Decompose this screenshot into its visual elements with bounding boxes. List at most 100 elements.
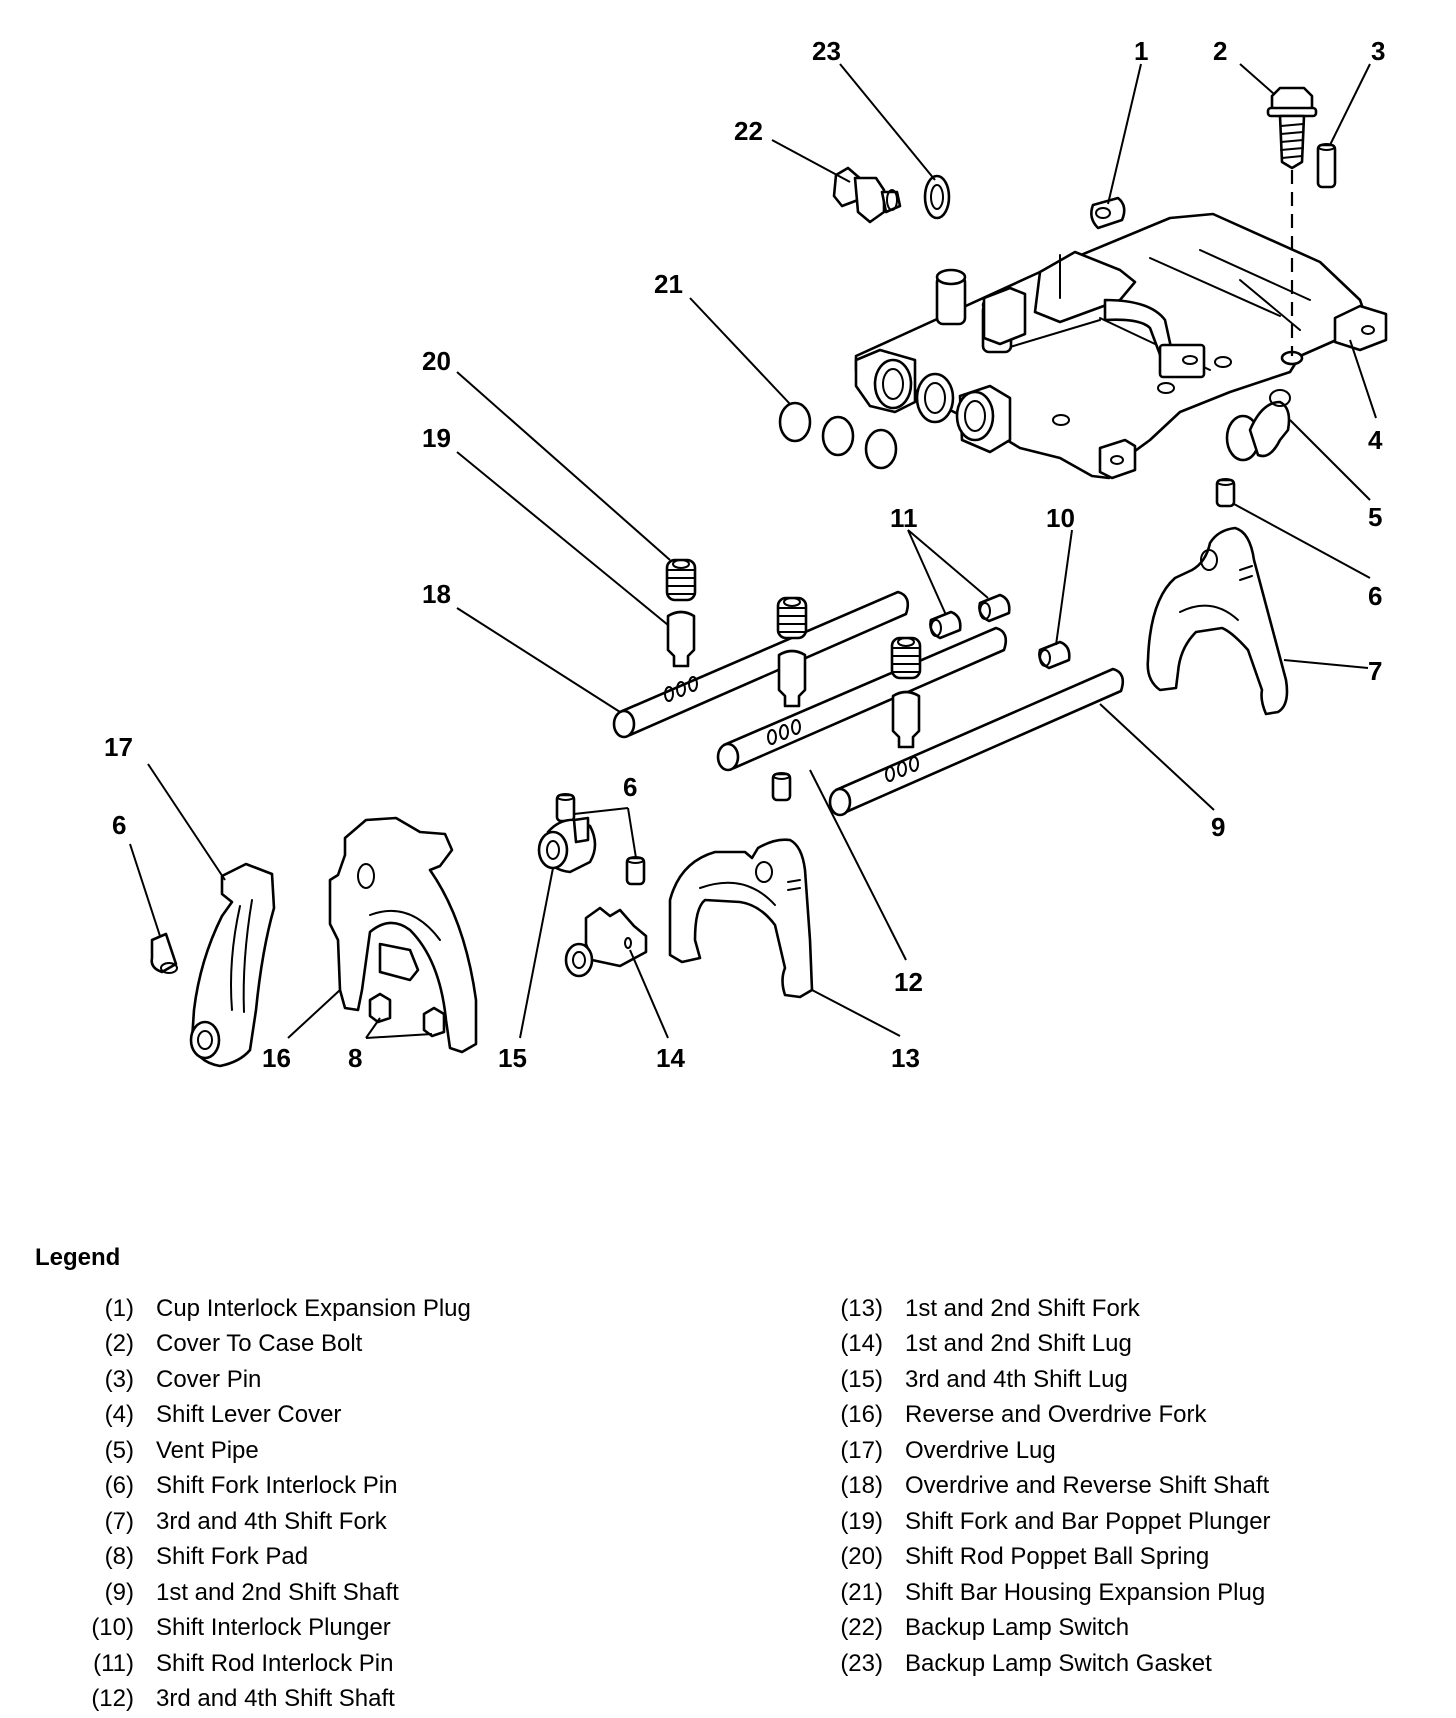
callout-14: 14 <box>656 1043 685 1073</box>
1st-2nd-shift-lug <box>564 906 648 978</box>
backup-lamp-switch <box>832 166 902 224</box>
legend-item: (14)1st and 2nd Shift Lug <box>812 1327 1271 1363</box>
legend-item-text: Backup Lamp Switch <box>905 1614 1130 1642</box>
callout-6-right: 6 <box>1368 581 1382 611</box>
legend-item-number: (5) <box>104 1436 134 1464</box>
reverse-overdrive-fork <box>328 816 478 1054</box>
legend-item-text: 3rd and 4th Shift Shaft <box>156 1685 395 1713</box>
shift-fork-interlock-pin-right <box>1215 478 1236 508</box>
legend-item-number: (15) <box>840 1365 883 1393</box>
legend-item: (18) Overdrive and Reverse Shift Shaft <box>812 1469 1271 1505</box>
legend-title: Legend <box>35 1244 121 1271</box>
legend-item-text: Shift Fork Interlock Pin <box>156 1472 398 1500</box>
housing-bores <box>854 348 1012 454</box>
legend-item-number: (17) <box>840 1436 883 1464</box>
legend-item-text: Cup Interlock Expansion Plug <box>156 1294 471 1322</box>
callout-labels: 23 22 1 2 3 21 20 19 18 4 5 6 7 11 10 9 … <box>104 36 1385 1073</box>
legend-item: (3)Cover Pin <box>60 1362 471 1398</box>
callout-21: 21 <box>654 269 683 299</box>
legend-item-text: Shift Fork and Bar Poppet Plunger <box>905 1507 1271 1535</box>
3rd-4th-shift-shaft <box>716 626 1008 772</box>
legend-item: (1) Cup Interlock Expansion Plug <box>60 1291 471 1327</box>
legend-item-text: 3rd and 4th Shift Lug <box>905 1365 1128 1393</box>
legend-item-number: (16) <box>840 1401 883 1429</box>
legend-item-text: 3rd and 4th Shift Fork <box>156 1507 387 1535</box>
legend-item: (12) 3rd and 4th Shift Shaft <box>60 1682 471 1718</box>
legend-item-text: Shift Interlock Plunger <box>156 1614 391 1642</box>
legend-item-text: 1st and 2nd Shift Shaft <box>156 1578 399 1606</box>
overdrive-lug <box>189 862 276 1068</box>
legend-item-number: (4) <box>104 1401 134 1429</box>
legend-item-number: (1) <box>104 1294 134 1322</box>
legend-item-number: (9) <box>104 1578 134 1606</box>
legend-item: (7) 3rd and 4th Shift Fork <box>60 1504 471 1540</box>
callout-20: 20 <box>422 346 451 376</box>
legend-item-text: Vent Pipe <box>156 1436 259 1464</box>
legend-item: (5) Vent Pipe <box>60 1433 471 1469</box>
callout-13: 13 <box>891 1043 920 1073</box>
legend-item: (2)Cover To Case Bolt <box>60 1327 471 1363</box>
legend-item: (23) Backup Lamp Switch Gasket <box>812 1646 1271 1682</box>
legend-item-number: (22) <box>840 1614 883 1642</box>
legend-item-number: (18) <box>840 1472 883 1500</box>
legend-item-number: (3) <box>104 1365 134 1393</box>
legend-item-text: 1st and 2nd Shift Fork <box>905 1294 1140 1322</box>
legend-item-text: Shift Bar Housing Expansion Plug <box>905 1578 1266 1606</box>
callout-10: 10 <box>1046 503 1075 533</box>
callout-17: 17 <box>104 732 133 762</box>
shift-bar-housing-expansion-plugs <box>778 401 898 470</box>
legend-item-number: (23) <box>840 1649 883 1677</box>
1st-2nd-shift-fork <box>668 838 814 999</box>
legend-item-number: (19) <box>840 1507 883 1535</box>
shift-rod-interlock-pins <box>929 593 1011 640</box>
callout-3: 3 <box>1371 36 1385 66</box>
legend-item-number: (10) <box>91 1614 134 1642</box>
callout-22: 22 <box>734 116 763 146</box>
legend-item-number: (14) <box>840 1330 883 1358</box>
legend-item: (22) Backup Lamp Switch <box>812 1611 1271 1647</box>
callout-8: 8 <box>348 1043 362 1073</box>
legend-item-number: (11) <box>93 1649 134 1677</box>
legend-item-number: (6) <box>104 1472 134 1500</box>
3rd-4th-shift-fork <box>1146 526 1289 716</box>
callout-9: 9 <box>1211 812 1225 842</box>
3rd-4th-shift-lug <box>537 816 597 874</box>
legend-item: (15) 3rd and 4th Shift Lug <box>812 1362 1271 1398</box>
legend-item-text: Shift Rod Interlock Pin <box>156 1649 394 1677</box>
callout-23: 23 <box>812 36 841 66</box>
legend-item-number: (21) <box>840 1578 883 1606</box>
legend-item: (17)Overdrive Lug <box>812 1433 1271 1469</box>
legend-item-number: (20) <box>840 1543 883 1571</box>
callout-15: 15 <box>498 1043 527 1073</box>
legend-item: (8) Shift Fork Pad <box>60 1540 471 1576</box>
shift-fork-pads <box>368 992 446 1038</box>
callout-1: 1 <box>1134 36 1148 66</box>
1st-2nd-shift-shaft <box>828 667 1125 817</box>
legend-item-number: (7) <box>104 1507 134 1535</box>
shift-fork-bar-poppet-plungers <box>666 610 921 749</box>
legend-item-text: Overdrive and Reverse Shift Shaft <box>905 1472 1270 1500</box>
exploded-parts-diagram: 23 22 1 2 3 21 20 19 18 4 5 6 7 11 10 9 … <box>104 36 1388 1073</box>
legend-item-text: Reverse and Overdrive Fork <box>905 1401 1207 1429</box>
callout-2: 2 <box>1213 36 1227 66</box>
legend-column-right: (13) 1st and 2nd Shift Fork (14)1st and 2… <box>812 1291 1271 1682</box>
legend-item-text: Backup Lamp Switch Gasket <box>905 1649 1212 1677</box>
shift-lever-cover-housing <box>854 212 1388 480</box>
callout-11: 11 <box>890 503 918 533</box>
cover-pin <box>1316 143 1337 189</box>
backup-lamp-switch-gasket <box>923 174 951 220</box>
legend-item-text: Shift Fork Pad <box>156 1543 309 1571</box>
callout-7: 7 <box>1368 656 1382 686</box>
cover-to-case-bolt <box>1266 86 1318 356</box>
legend-item: (9) 1st and 2nd Shift Shaft <box>60 1575 471 1611</box>
callout-6-middle: 6 <box>623 772 637 802</box>
legend-item: (6) Shift Fork Interlock Pin <box>60 1469 471 1505</box>
callout-18: 18 <box>422 579 451 609</box>
callout-12: 12 <box>894 967 923 997</box>
legend-item-text: Shift Lever Cover <box>156 1401 342 1429</box>
legend-item-number: (8) <box>104 1543 134 1571</box>
callout-4: 4 <box>1368 425 1383 455</box>
legend-column-left: (1) Cup Interlock Expansion Plug (2)Cover… <box>60 1291 471 1717</box>
legend-item-number: (12) <box>91 1685 134 1713</box>
legend-item-number: (13) <box>840 1294 883 1322</box>
